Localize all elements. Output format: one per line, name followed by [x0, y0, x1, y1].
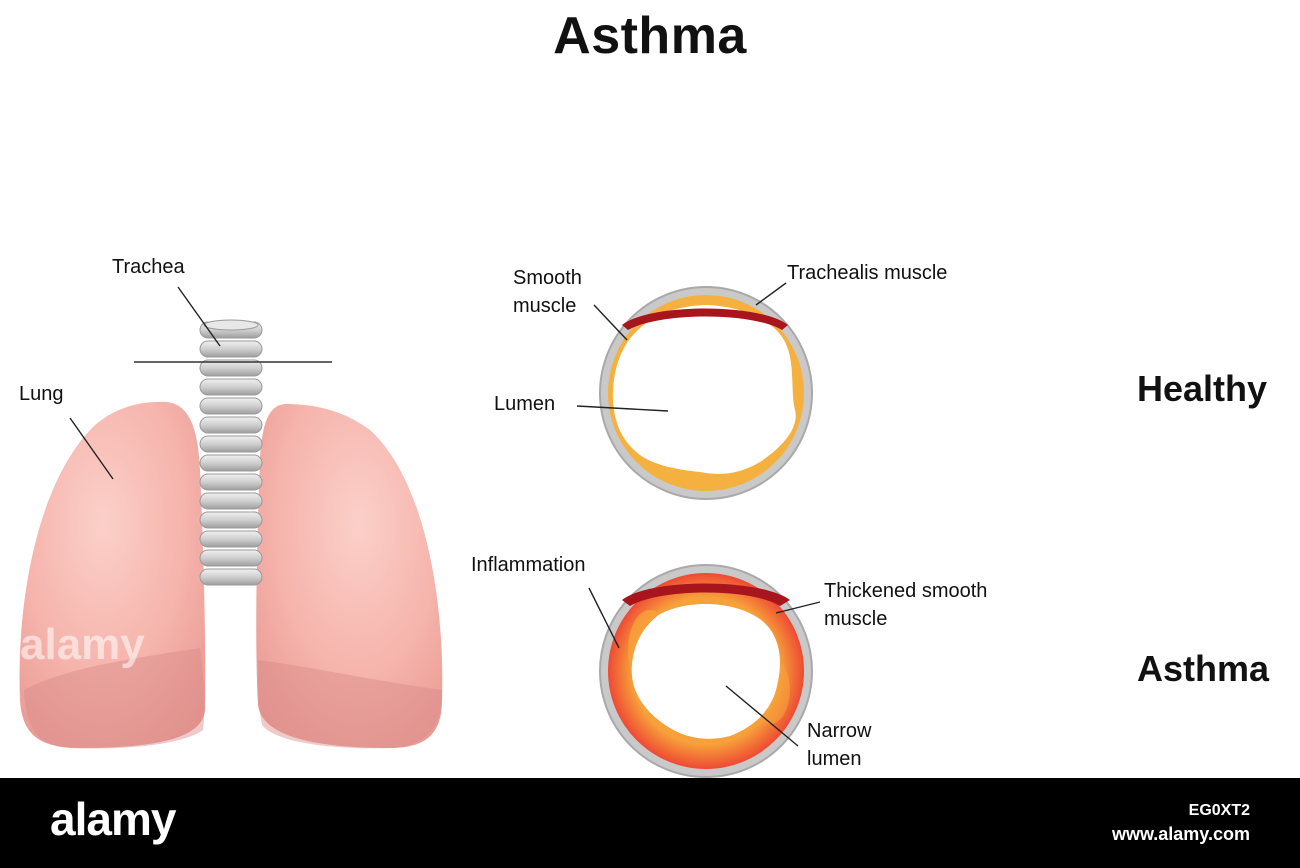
left-lung-lower-shade	[24, 648, 205, 749]
label-narrow-line1: Narrow	[807, 720, 872, 742]
trachea-ring	[199, 454, 263, 472]
trachealis-muscle-healthy	[622, 308, 788, 330]
trachea-ring	[199, 511, 263, 529]
label-smooth-muscle: Smooth muscle	[513, 264, 582, 320]
footer-brand-logo: alamy	[50, 793, 176, 845]
label-lumen: Lumen	[494, 393, 556, 415]
right-lung-lower-shade	[258, 660, 443, 749]
asthma-airway-cross-section	[599, 564, 813, 778]
leader-lines	[69, 282, 821, 747]
lungs-illustration	[19, 401, 443, 749]
trachea-ring	[199, 378, 263, 396]
trachea-ring	[199, 397, 263, 415]
label-thickened-line2: muscle	[824, 608, 888, 630]
label-thickened-smooth-muscle: Thickened smooth muscle	[824, 577, 987, 633]
trachealis-muscle-asthma	[622, 583, 790, 606]
label-trachea: Trachea	[112, 256, 185, 278]
trachea-ring	[199, 340, 263, 358]
trachea-ring	[199, 549, 263, 567]
watermark-logo: alamy	[20, 620, 145, 670]
trachea-ring	[199, 568, 263, 586]
footer-site-url: www.alamy.com	[1111, 824, 1250, 844]
label-lung: Lung	[19, 383, 64, 405]
trachea-ring	[199, 435, 263, 453]
state-label-healthy: Healthy	[1137, 368, 1268, 409]
label-narrow-line2: lumen	[807, 748, 862, 770]
healthy-airway-cross-section	[599, 286, 813, 500]
state-label-asthma: Asthma	[1137, 648, 1270, 689]
right-lung	[256, 403, 443, 748]
label-smooth-muscle-line2: muscle	[513, 295, 577, 317]
trachea-illustration	[199, 319, 263, 586]
trachea-ring	[199, 473, 263, 491]
label-smooth-muscle-line1: Smooth	[513, 267, 582, 289]
trachea-ring	[199, 530, 263, 548]
watermark-text: alamy	[20, 620, 145, 669]
asthma-diagram	[19, 282, 821, 778]
left-lung	[19, 401, 206, 748]
trachea-ring	[199, 359, 263, 377]
footer-bar: alamy EG0XT2 www.alamy.com	[0, 778, 1300, 868]
label-narrow-lumen: Narrow lumen	[807, 717, 871, 773]
page-title: Asthma	[553, 7, 747, 65]
footer-image-id: EG0XT2	[1188, 802, 1250, 819]
label-thickened-line1: Thickened smooth	[824, 580, 988, 602]
trachea-ring	[199, 492, 263, 510]
label-inflammation: Inflammation	[471, 554, 586, 576]
trachea-ring	[199, 416, 263, 434]
trachea-top-cap	[203, 319, 259, 331]
label-trachealis-muscle: Trachealis muscle	[787, 262, 948, 284]
